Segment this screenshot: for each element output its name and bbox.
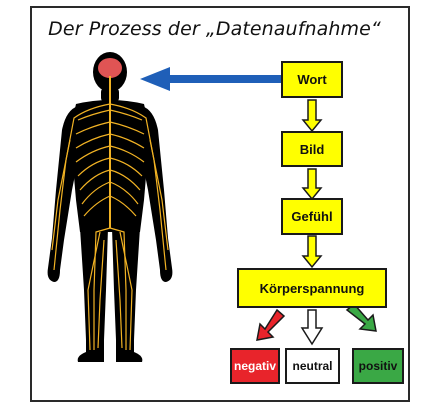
outcome-neutral: neutral — [285, 348, 340, 384]
step-box-gefuehl: Gefühl — [281, 198, 343, 235]
neutral-arrow — [302, 310, 322, 344]
step-box-wort: Wort — [281, 61, 343, 98]
down-arrow-1 — [303, 100, 321, 131]
brain-highlight — [98, 58, 122, 78]
blue-arrow — [140, 67, 283, 91]
flow-arrows — [303, 100, 321, 267]
step-box-koerperspannung: Körperspannung — [237, 268, 387, 308]
negativ-arrow — [257, 310, 284, 340]
outcome-positiv: positiv — [352, 348, 404, 384]
outcome-arrows — [257, 304, 376, 344]
down-arrow-2 — [303, 169, 321, 199]
down-arrow-3 — [303, 236, 321, 267]
outcome-negativ: negativ — [230, 348, 280, 384]
positiv-arrow — [347, 304, 376, 331]
step-box-bild: Bild — [281, 131, 343, 167]
